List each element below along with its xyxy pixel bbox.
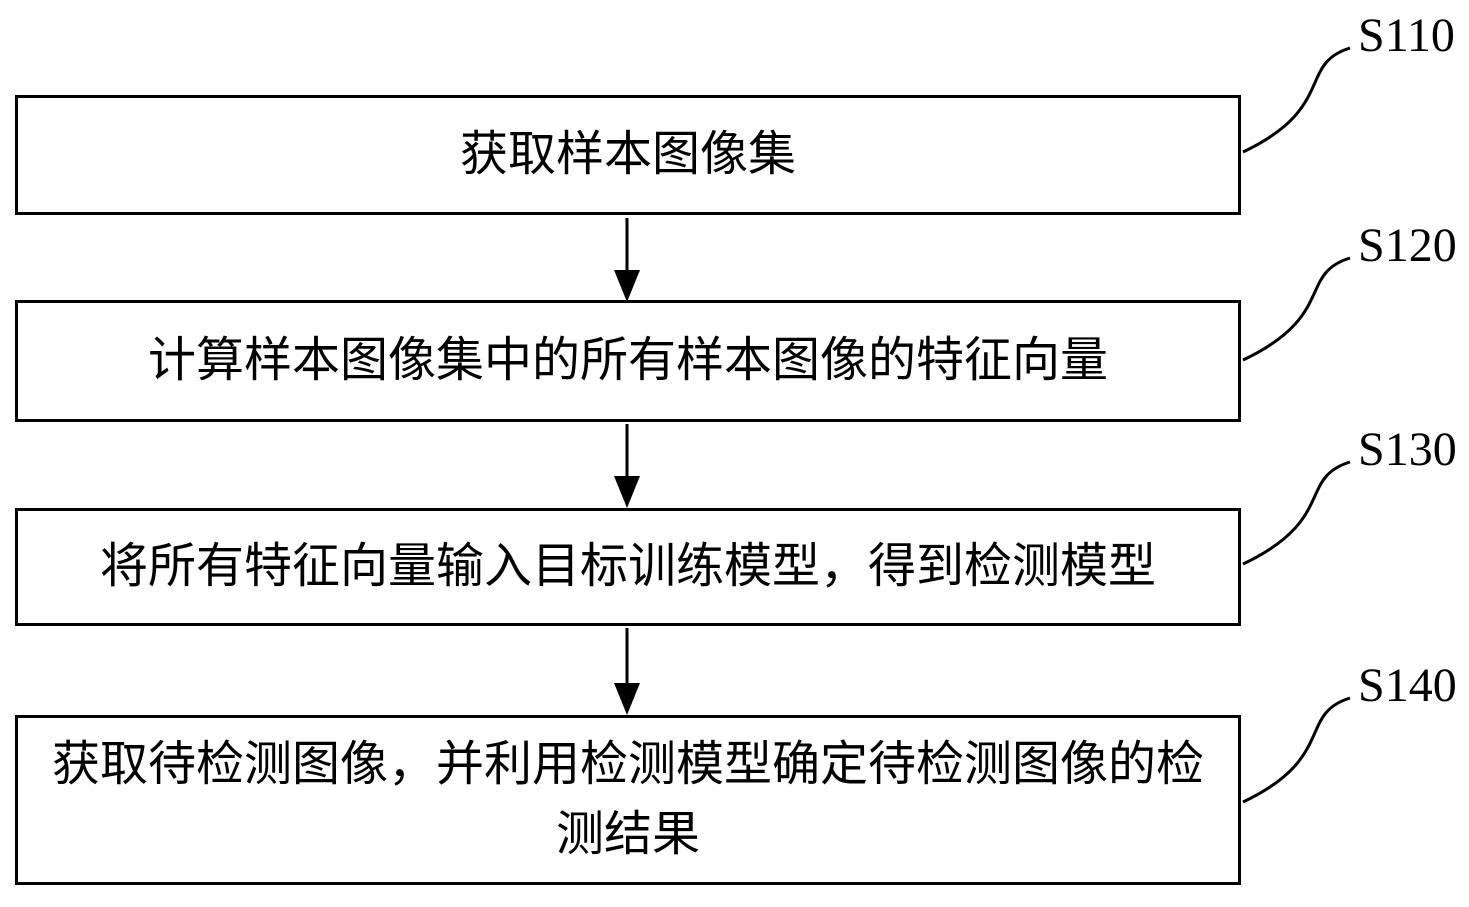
connector-line-s120 [1242, 256, 1351, 362]
flow-step-text-2: 计算样本图像集中的所有样本图像的特征向量 [147, 334, 1108, 388]
connector-line-s140 [1242, 696, 1351, 804]
step-label-s120: S120 [1358, 219, 1457, 272]
down-arrow-icon-3 [614, 628, 640, 715]
step-label-s130: S130 [1358, 423, 1457, 476]
flow-step-box-1: 获取样本图像集 [15, 95, 1241, 215]
flow-step-box-4: 获取待检测图像，并利用检测模型确定待检测图像的检测结果 [15, 715, 1241, 885]
down-arrow-icon-1 [614, 218, 640, 302]
flow-step-text-4: 获取待检测图像，并利用检测模型确定待检测图像的检测结果 [51, 738, 1204, 861]
flow-step-text-1: 获取样本图像集 [459, 128, 796, 182]
connector-line-s110 [1242, 46, 1351, 154]
flow-step-box-3: 将所有特征向量输入目标训练模型，得到检测模型 [15, 508, 1241, 626]
step-label-s140: S140 [1358, 659, 1457, 712]
flow-step-box-2: 计算样本图像集中的所有样本图像的特征向量 [15, 300, 1241, 422]
step-label-s110: S110 [1358, 9, 1455, 62]
flow-step-text-3: 将所有特征向量输入目标训练模型，得到检测模型 [99, 540, 1156, 594]
down-arrow-icon-2 [614, 424, 640, 508]
connector-line-s130 [1242, 460, 1351, 566]
